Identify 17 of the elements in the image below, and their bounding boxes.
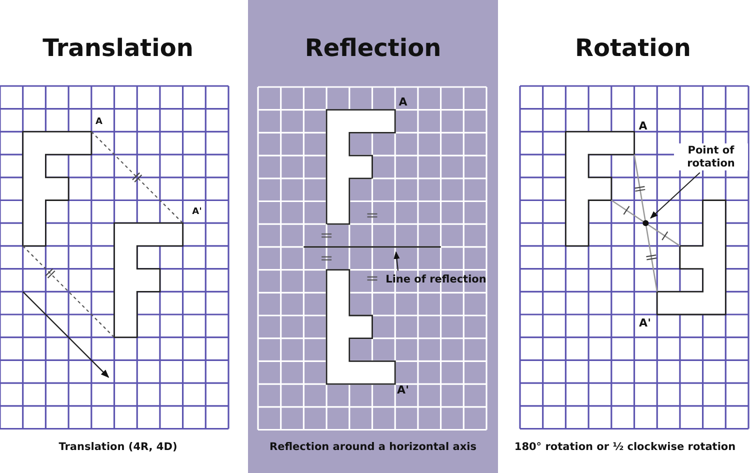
- point-label: A': [639, 316, 651, 330]
- caption: 180° rotation or ½ clockwise rotation: [514, 441, 736, 453]
- panel-title: Rotation: [575, 34, 691, 62]
- panel-title: Reflection: [304, 34, 442, 62]
- rotation-point: [642, 220, 649, 226]
- point-label: A': [397, 384, 409, 396]
- leader-line: [650, 172, 700, 219]
- callout-label: Point of rotation: [674, 143, 748, 171]
- point-label: A: [638, 120, 648, 132]
- callout-label: Line of reflection: [378, 272, 494, 288]
- point-label: A': [192, 207, 202, 217]
- panel-title: Translation: [42, 34, 194, 62]
- caption: Translation (4R, 4D): [58, 441, 178, 453]
- caption: Reflection around a horizontal axis: [270, 441, 476, 453]
- leader-line: [394, 251, 400, 271]
- point-label: A: [96, 117, 102, 127]
- point-label: A: [398, 96, 408, 108]
